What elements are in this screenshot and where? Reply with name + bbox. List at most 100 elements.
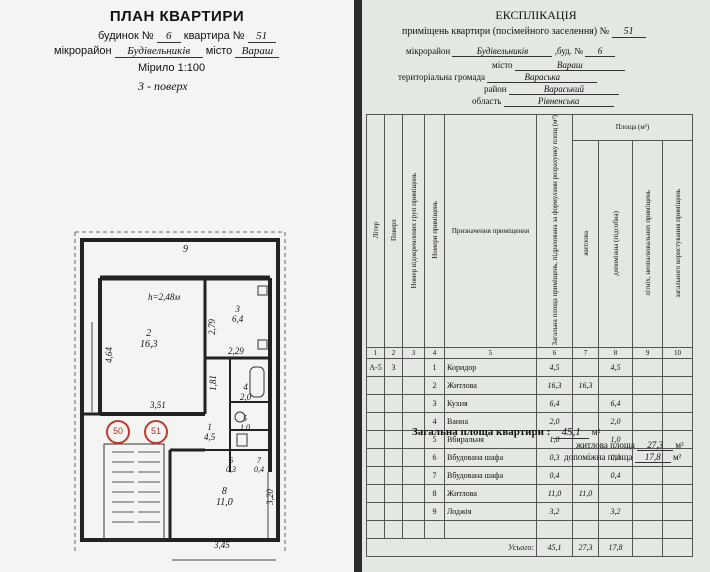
cell-floor [384,430,403,450]
apt-number: 51 [611,26,646,38]
building-line: будинок № 6 квартира № 51 [98,30,276,43]
dim-balcony: 9 [183,244,188,255]
room-3-label: 3 6,4 [232,304,243,324]
room-5-label: 5 1,0 [240,414,250,432]
room-2-area: 16,3 [140,339,158,350]
cell-empty [402,466,425,486]
dim-464: 4,64 [103,347,114,363]
dim-229: 2,29 [228,346,244,356]
totals-living: 27,3 [572,538,599,558]
cell-living [572,358,599,378]
totals-row: Усього: 45,1 27,3 17,8 [366,538,693,558]
district-label: мікрорайон [406,46,451,56]
cell-floor [384,466,403,486]
dim-345: 3,45 [214,540,230,550]
cell-no: 3 [424,394,445,414]
oblast-row: область Рівненська [472,96,614,107]
community-value: Вараська [487,72,598,83]
dim-351: 3,51 [150,400,166,410]
room-5-area: 1,0 [240,423,250,432]
room-1-area: 4,5 [204,432,216,442]
aux-area-label: допоміжна площа [564,452,633,462]
community-label: територіальна громада [398,72,486,82]
col-number: 6 [536,347,573,360]
cell-empty [662,358,693,378]
room-3-number: 3 [235,304,240,314]
col-total-header: Загальна площа приміщень, підрахована за… [536,113,573,349]
living-area-value: 27,3 [637,440,674,451]
total-area-line: Загальна площа квартири : 45,1 м² [412,426,600,439]
totals-aux: 17,8 [598,538,633,558]
book-gutter [354,0,362,572]
cell-living: 16,3 [572,376,599,396]
cell-empty [632,358,663,378]
cell-empty [662,484,693,504]
aux-area-unit: м² [672,452,682,462]
building-number: 6 [156,30,181,43]
oblast-label: область [472,96,502,106]
cell-total: 11,0 [536,484,573,504]
raion-label: район [484,84,507,94]
cell-empty [632,484,663,504]
district-value: Будівельників [452,46,553,57]
cell-aux: 4,5 [598,358,633,378]
plan-title: ПЛАН КВАРТИРИ [109,8,245,25]
cell-floor [384,376,403,396]
cell-name: Вбудована шафа [444,448,537,468]
dim-320: 3,20 [264,489,275,505]
area-group-header: Площа (м²) [572,114,693,141]
cell-floor [384,448,403,468]
room-4-area: 2,0 [240,392,252,402]
cell-empty [402,376,425,396]
col-floor-header: Поверх [384,113,403,349]
cell-empty [632,394,663,414]
explication-subtitle: приміщень квартири (посімейного заселенн… [402,26,646,38]
room-4-number: 4 [243,382,248,392]
cell-empty [402,358,425,378]
col-number: 7 [572,347,599,360]
floor-plan-page: ПЛАН КВАРТИРИ будинок № 6 квартира № 51 … [0,0,354,572]
floor-plan-drawing [74,231,286,561]
cell-no: 9 [424,502,445,522]
col-aux-header: допоміжна (підсобна) [598,139,633,349]
cell-living [572,466,599,486]
city-label: місто [492,60,513,70]
cell-empty [402,484,425,504]
cell-total: 4,5 [536,358,573,378]
cell-empty [662,412,693,432]
room-6-number: 6 [229,456,233,465]
room-3-area: 6,4 [232,314,244,324]
cell-floor: 3 [384,358,403,378]
living-area-unit: м² [675,440,684,450]
living-area-line: житлова площа 27,3 м² [576,440,684,451]
col-number: 2 [384,347,403,360]
cell-name: Житлова [444,484,537,504]
cell-empty [632,376,663,396]
room-6-area: 0,3 [226,465,236,474]
cell-no: 8 [424,484,445,504]
cell-name: Вбудована шафа [444,466,537,486]
building-value: 6 [585,46,616,57]
raion-row: район Вараський [484,84,619,95]
neighbor-apt-51: 51 [150,426,161,436]
col-number: 10 [662,347,693,360]
cell-empty [402,394,425,414]
col-litera-header: Літер [366,113,385,349]
cell-aux: 3,2 [598,502,633,522]
room-7-number: 7 [257,456,261,465]
col-room-no-header: Номери приміщень [424,113,445,349]
cell-empty [402,502,425,522]
explication-table: Літер Поверх Номер відокремлених груп пр… [366,113,693,558]
cell-no: 7 [424,466,445,486]
cell-floor [384,412,403,432]
dim-279: 2,79 [206,319,217,335]
total-area-label: Загальна площа квартири : [412,426,551,438]
explication-title: ЕКСПЛІКАЦІЯ [495,8,577,22]
cell-name: Коридор [444,358,537,378]
raion-value: Вараський [508,84,619,95]
scale-text: Мірило 1:100 [138,62,206,74]
explication-page: ЕКСПЛІКАЦІЯ приміщень квартири (посімейн… [362,0,710,572]
